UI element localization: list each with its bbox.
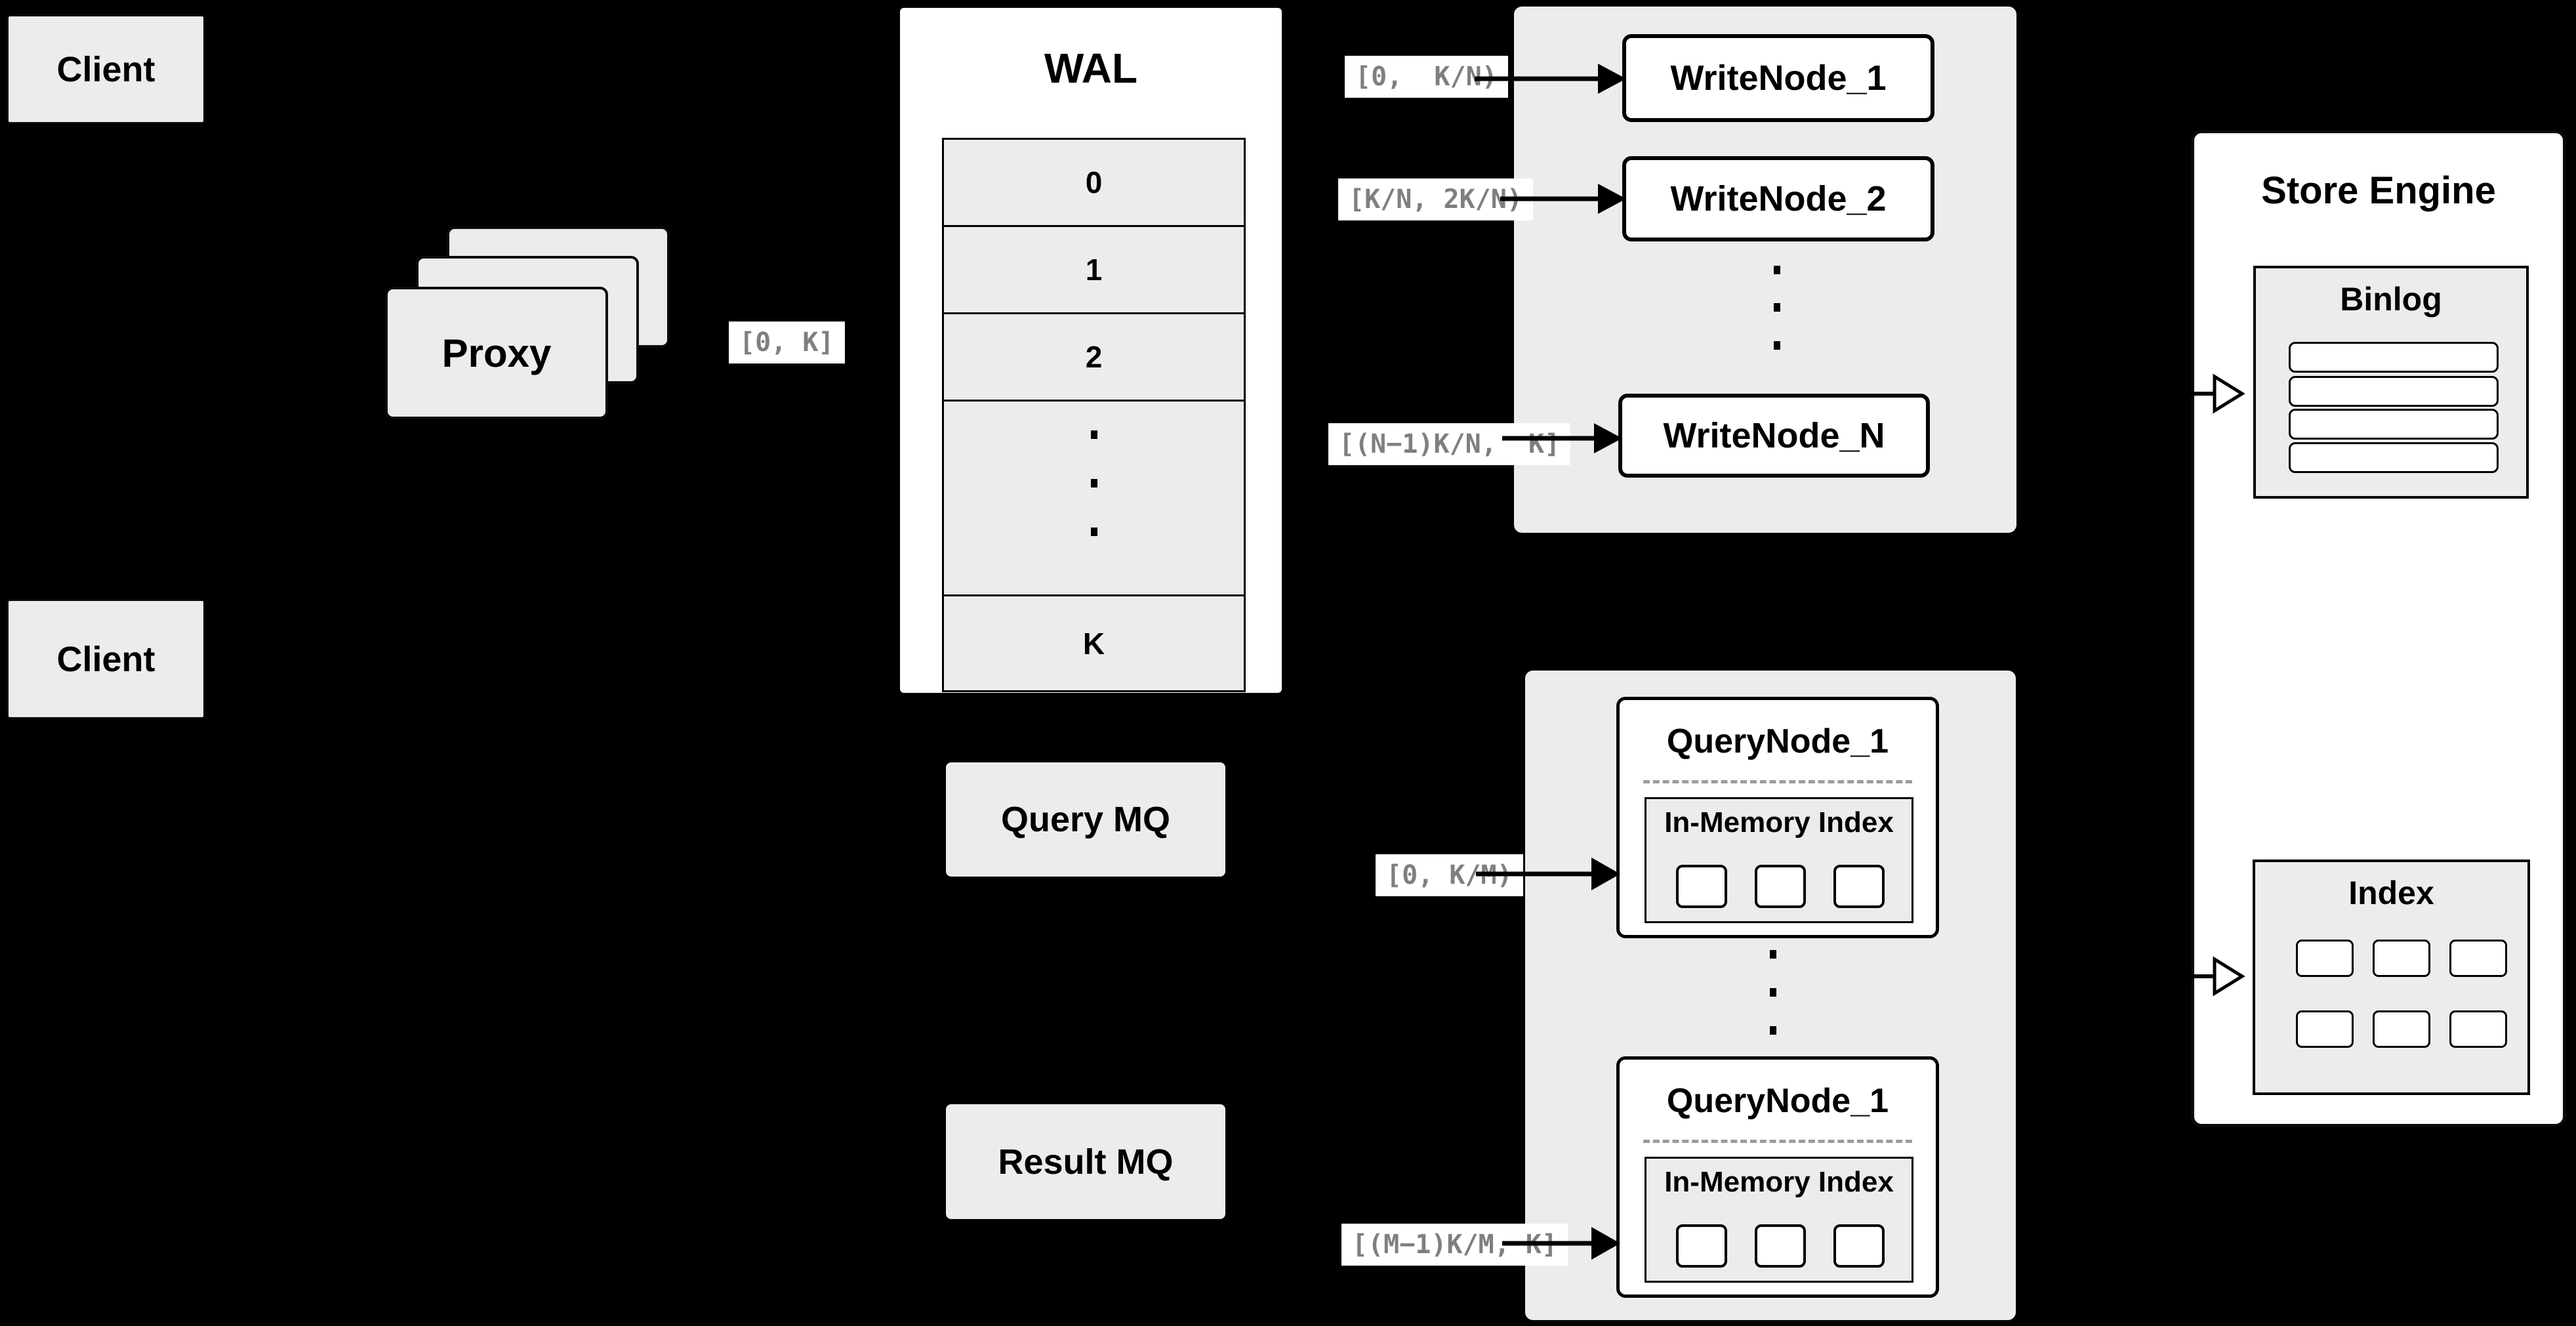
in-memory-index-label: In-Memory Index: [1664, 806, 1894, 839]
dashed-divider: [1643, 780, 1912, 783]
edge-label-to-write-node-n: [(N−1)K/N, K]: [1328, 423, 1571, 465]
vertical-ellipsis-dot: [1770, 988, 1776, 997]
store-engine-panel: Store Engine Binlog Index: [2191, 130, 2566, 1127]
wal-slot-table: 0 1 2 K: [942, 138, 1246, 692]
write-node-2-label: WriteNode_2: [1670, 179, 1887, 218]
vertical-ellipsis-dot: [1770, 950, 1776, 959]
arrow-to-write-node-n: [1502, 423, 1622, 453]
index-file-chip: [2449, 1010, 2507, 1048]
in-memory-index-box: In-Memory Index: [1645, 797, 1913, 923]
index-file-chip: [2373, 1010, 2430, 1048]
index-label: Index: [2348, 875, 2434, 911]
index-box: Index: [2253, 860, 2530, 1095]
write-node-n-label: WriteNode_N: [1663, 416, 1885, 455]
arrow-to-binlog: [2132, 373, 2245, 414]
edge-label-to-write-node-1: [0, K/N): [1345, 56, 1508, 98]
query-mq-box: Query MQ: [946, 762, 1225, 877]
wal-ellipsis-row: [942, 400, 1246, 596]
wal-slot-2: 2: [1085, 340, 1103, 374]
binlog-box: Binlog: [2253, 266, 2529, 499]
binlog-segment-bar: [2289, 409, 2499, 440]
binlog-segment-bar: [2289, 376, 2499, 407]
client-bottom-label: Client: [56, 639, 155, 679]
wal-slot-row: 1: [942, 225, 1246, 314]
arrow-to-query-node-1: [1476, 858, 1620, 890]
client-bottom-box: Client: [7, 599, 205, 719]
result-mq-label: Result MQ: [998, 1142, 1174, 1182]
arrow-to-query-node-m: [1502, 1227, 1620, 1260]
index-segment-chip: [1676, 865, 1727, 908]
client-top-label: Client: [56, 49, 155, 89]
in-memory-index-label: In-Memory Index: [1664, 1166, 1894, 1198]
index-segment-chip: [1755, 865, 1806, 908]
binlog-segment-bar: [2289, 342, 2499, 373]
write-node-n-box: WriteNode_N: [1618, 394, 1930, 478]
dashed-divider: [1643, 1140, 1912, 1143]
vertical-ellipsis-dot: [1090, 479, 1097, 487]
vertical-ellipsis-dot: [1774, 266, 1780, 274]
index-segment-chip: [1676, 1224, 1727, 1268]
wal-slot-row-last: K: [942, 594, 1246, 692]
edge-label-client-to-wal: [0, K]: [729, 321, 845, 363]
index-file-chip: [2296, 940, 2354, 977]
query-mq-label: Query MQ: [1000, 800, 1171, 839]
binlog-segment-bar: [2289, 442, 2499, 473]
write-node-1-box: WriteNode_1: [1622, 34, 1934, 122]
index-file-chip: [2449, 940, 2507, 977]
index-segment-chip: [1833, 865, 1885, 908]
wal-title: WAL: [1044, 45, 1138, 92]
proxy-label: Proxy: [441, 331, 552, 375]
arrow-to-write-node-1: [1475, 64, 1626, 94]
arrow-to-write-node-2: [1500, 184, 1626, 214]
arrow-to-index: [2132, 956, 2245, 997]
query-node-bottom-box: QueryNode_1 In-Memory Index: [1616, 1056, 1939, 1298]
vertical-ellipsis-dot: [1774, 341, 1780, 350]
wal-slot-1: 1: [1085, 253, 1103, 287]
query-node-bottom-title: QueryNode_1: [1666, 1082, 1889, 1120]
store-engine-title: Store Engine: [2261, 169, 2496, 212]
vertical-ellipsis-dot: [1770, 1026, 1776, 1035]
in-memory-index-box: In-Memory Index: [1645, 1157, 1913, 1283]
proxy-box: Proxy: [385, 287, 608, 419]
binlog-label: Binlog: [2340, 281, 2442, 318]
index-segment-chip: [1833, 1224, 1885, 1268]
wal-slot-row: 0: [942, 138, 1246, 227]
vertical-ellipsis-dot: [1774, 303, 1780, 312]
wal-slot-0: 0: [1085, 165, 1103, 199]
index-file-chip: [2373, 940, 2430, 977]
wal-panel: WAL 0 1 2 K: [897, 5, 1284, 695]
query-node-top-box: QueryNode_1 In-Memory Index: [1616, 697, 1939, 938]
vertical-ellipsis-dot: [1090, 528, 1097, 536]
client-top-box: Client: [7, 14, 205, 124]
wal-slot-k: K: [1082, 626, 1105, 661]
write-node-1-label: WriteNode_1: [1670, 58, 1887, 98]
query-node-top-title: QueryNode_1: [1666, 722, 1889, 760]
index-file-chip: [2296, 1010, 2354, 1048]
write-node-2-box: WriteNode_2: [1622, 156, 1934, 241]
index-segment-chip: [1755, 1224, 1806, 1268]
result-mq-box: Result MQ: [946, 1104, 1225, 1219]
vertical-ellipsis-dot: [1090, 430, 1097, 439]
